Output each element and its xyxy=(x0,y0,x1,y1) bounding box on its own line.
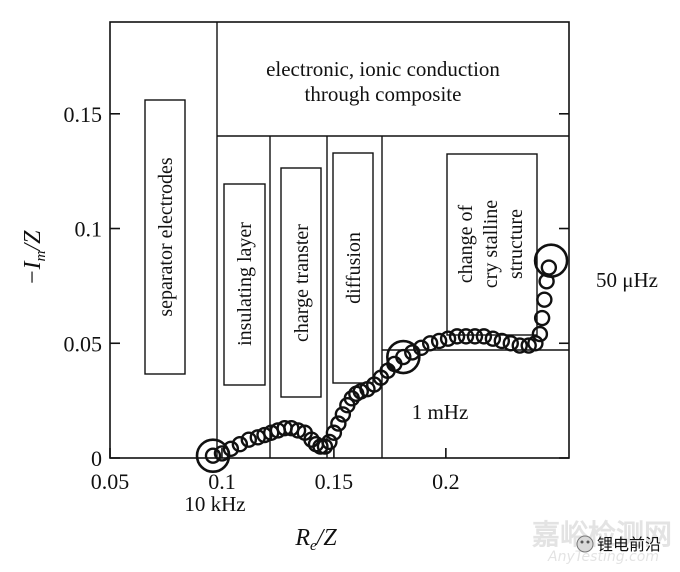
region-label-separator: separator electrodes xyxy=(155,157,177,317)
data-point xyxy=(289,422,307,439)
data-point xyxy=(511,337,528,354)
region-label-crystal-line3: structure xyxy=(505,209,527,279)
data-point xyxy=(330,415,347,432)
x-tick-label: 0.2 xyxy=(432,469,460,494)
wechat-icon-dot2 xyxy=(586,540,590,544)
region-label-top-line2: through composite xyxy=(305,82,462,106)
data-point xyxy=(484,330,502,347)
data-point xyxy=(352,383,369,400)
wechat-label: 锂电前沿 xyxy=(597,535,661,554)
data-series xyxy=(204,259,558,464)
plot-frame xyxy=(109,21,570,459)
x-axis-ticks: 0.05 0.1 0.15 0.2 xyxy=(91,448,460,494)
x-tick-label: 0.05 xyxy=(91,469,130,494)
x-axis-title: Re/Z xyxy=(294,525,337,554)
data-point xyxy=(240,431,258,448)
y-axis-title: −Im/Z xyxy=(20,230,49,286)
x-tick-label: 0.1 xyxy=(208,469,236,494)
data-point xyxy=(540,259,558,276)
data-point xyxy=(448,328,466,345)
data-point xyxy=(312,438,329,455)
data-point xyxy=(502,335,519,352)
data-point xyxy=(533,309,551,327)
data-point xyxy=(536,291,553,308)
data-point xyxy=(439,330,457,347)
label-box-separator xyxy=(144,99,186,375)
y-tick-label: 0.1 xyxy=(75,217,103,242)
data-point xyxy=(204,447,222,464)
watermark-brand: 嘉峪检测网 xyxy=(532,518,672,551)
data-point xyxy=(325,424,343,441)
highlight-point xyxy=(533,243,569,278)
label-box-diffusion xyxy=(332,152,374,384)
region-label-diffusion: diffusion xyxy=(343,232,365,304)
label-box-insulating xyxy=(223,183,266,386)
data-point xyxy=(421,335,439,352)
watermark: 嘉峪检测网 AnyTesting.com xyxy=(532,518,672,565)
label-box-charge xyxy=(280,167,322,398)
region-label-top-line1: electronic, ionic conduction xyxy=(266,57,500,81)
y-axis-ticks: 0 0.05 0.1 0.15 xyxy=(64,102,569,471)
y-tick-label: 0.15 xyxy=(64,102,103,127)
data-point xyxy=(334,406,352,423)
annotation-50uhz: 50 μHz xyxy=(596,268,658,292)
data-point xyxy=(395,348,412,366)
region-label-insulating: insulating layer xyxy=(234,222,256,346)
data-point xyxy=(466,328,484,345)
data-point xyxy=(475,328,493,345)
wechat-badge: 锂电前沿 xyxy=(576,535,661,554)
annotation-1mhz: 1 mHz xyxy=(412,400,469,424)
data-point xyxy=(222,440,240,458)
y-tick-label: 0.05 xyxy=(64,331,103,356)
data-point xyxy=(493,332,511,350)
data-point xyxy=(457,328,475,345)
data-point xyxy=(413,339,430,357)
data-point xyxy=(231,436,249,453)
data-point xyxy=(430,332,448,350)
x-tick-label: 0.15 xyxy=(315,469,354,494)
data-point xyxy=(527,335,544,352)
region-label-charge: charge transter xyxy=(291,224,313,342)
region-label-crystal-line1: change of xyxy=(455,205,477,284)
y-tick-label: 0 xyxy=(91,446,102,471)
annotation-10khz: 10 kHz xyxy=(184,492,245,516)
region-label-crystal-line2: cry stalline xyxy=(480,200,502,288)
highlight-point xyxy=(386,339,421,375)
data-point xyxy=(316,438,334,455)
data-point xyxy=(321,433,338,451)
data-point xyxy=(531,325,549,343)
data-point xyxy=(520,337,537,354)
highlight-markers xyxy=(195,243,569,474)
highlight-point xyxy=(195,438,231,474)
wechat-icon-dot xyxy=(580,540,584,544)
watermark-url: AnyTesting.com xyxy=(547,549,659,565)
wechat-icon xyxy=(576,535,594,553)
